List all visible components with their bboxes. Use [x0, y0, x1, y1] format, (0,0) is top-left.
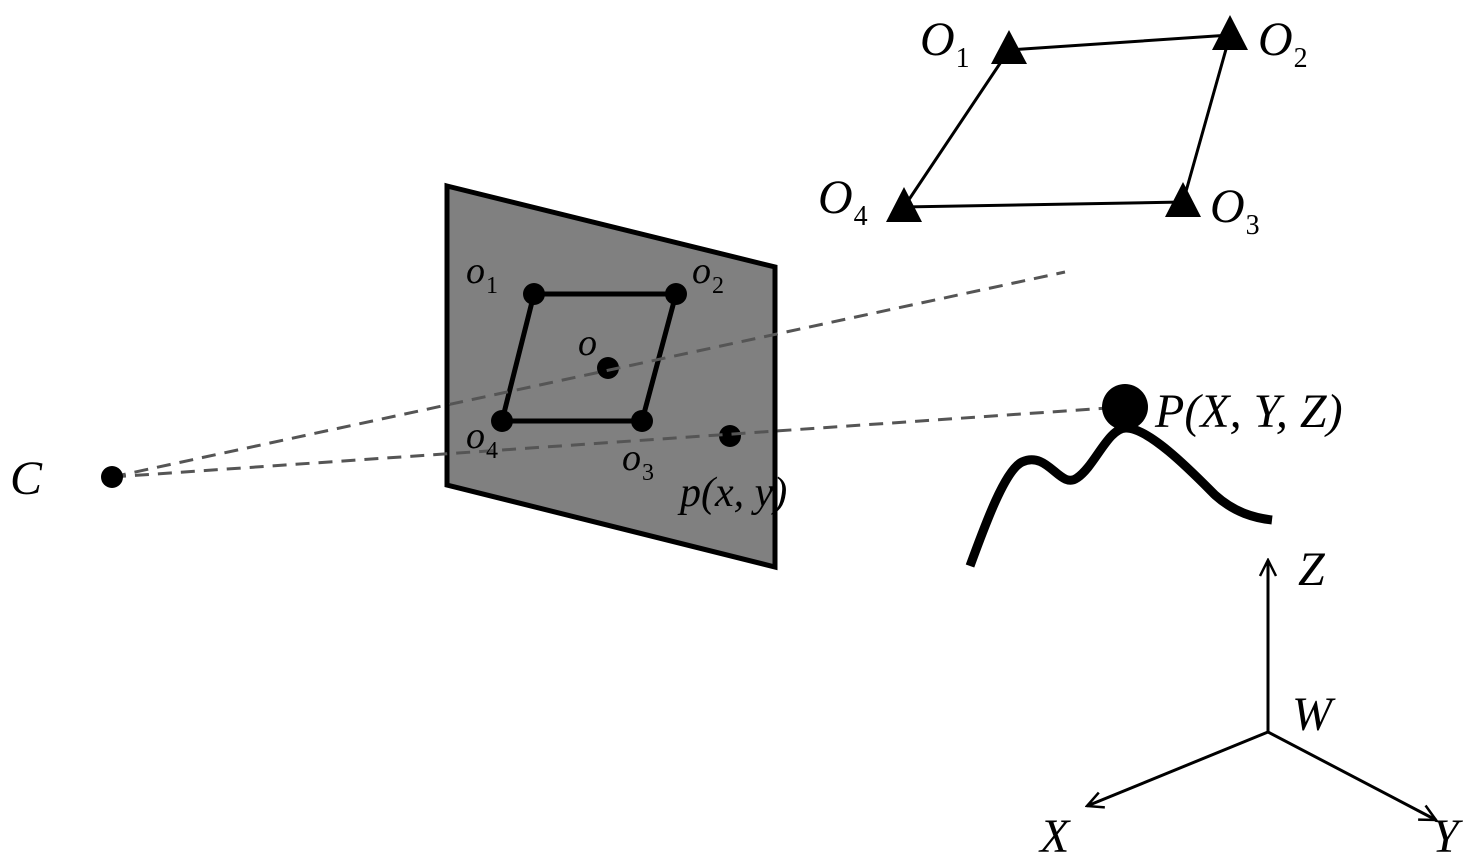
- image-corner-o1-label: o1: [466, 250, 498, 299]
- world-marker-O2-triangle: [1212, 15, 1248, 50]
- image-corner-o1-point: [523, 283, 545, 305]
- image-corner-o4-label: o4: [466, 415, 498, 464]
- origin-label: W: [1292, 688, 1336, 741]
- object-surface-curve: [965, 423, 1273, 568]
- image-point-p: [719, 425, 741, 447]
- image-center-label: o: [578, 322, 597, 364]
- world-point-P: [1102, 384, 1148, 430]
- y-axis-arrow: [1267, 730, 1436, 822]
- x-axis-arrow: [1087, 730, 1269, 806]
- world-marker-O4-label: O4: [818, 171, 868, 232]
- z-axis-label: Z: [1298, 543, 1326, 596]
- world-marker-O3-triangle: [1165, 182, 1201, 217]
- world-marker-O1-label: O1: [920, 13, 970, 74]
- world-marker-O1-triangle: [991, 30, 1027, 64]
- x-axis-label: X: [1038, 810, 1071, 862]
- world-marker-O3-label: O3: [1210, 180, 1260, 241]
- world-marker-O4-triangle: [886, 187, 922, 222]
- image-center-point: [597, 357, 619, 379]
- image-corner-o3-point: [631, 410, 653, 432]
- world-marker-O2-label: O2: [1258, 13, 1308, 74]
- camera-center-point: [101, 466, 123, 488]
- image-corner-o2-label: o2: [692, 250, 724, 299]
- y-axis-label: Y: [1432, 810, 1463, 862]
- image-corner-o3-label: o3: [622, 437, 654, 486]
- camera-label: C: [10, 452, 43, 505]
- image-corner-o4-point: [491, 410, 513, 432]
- projection-ray-to-point-P: [111, 406, 1109, 479]
- world-point-label: P(X, Y, Z): [1154, 385, 1343, 438]
- image-point-label: p(x, y): [677, 470, 787, 516]
- image-corner-o2-point: [665, 283, 687, 305]
- projection-ray-to-marker-center: [111, 270, 1066, 479]
